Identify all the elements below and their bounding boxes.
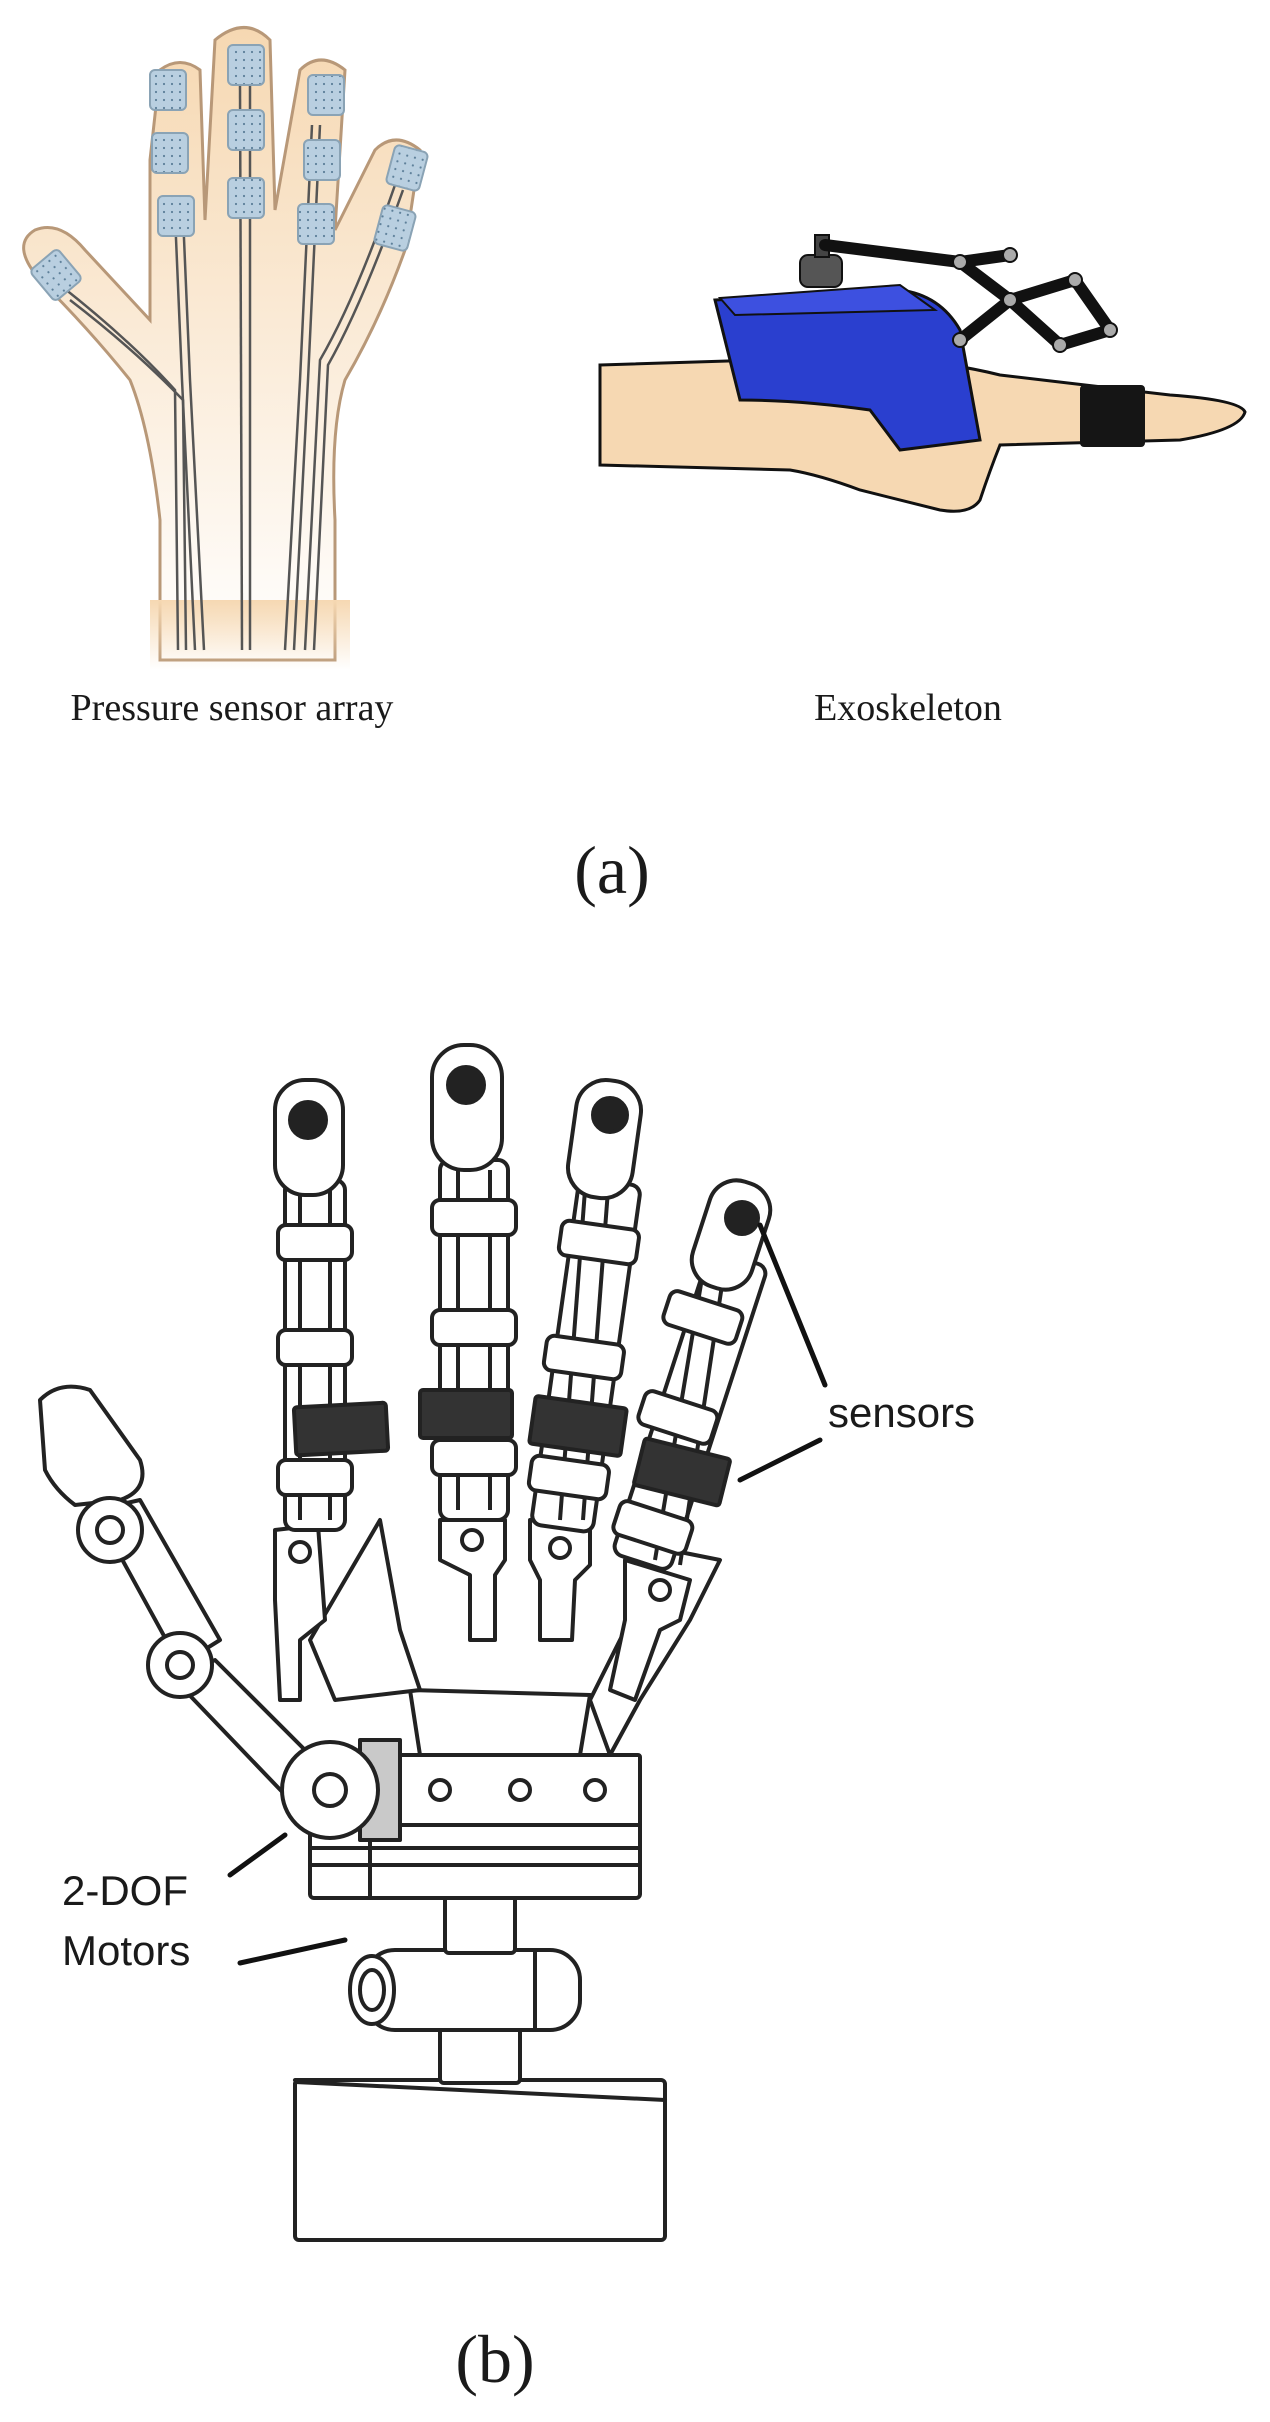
robotic-finger-index	[273, 1078, 391, 1702]
exoskeleton-illustration	[598, 234, 1247, 513]
wrist-column	[438, 2023, 522, 2085]
caption-exoskeleton: Exoskeleton	[814, 687, 1002, 729]
finger-band-sensor	[291, 1400, 391, 1458]
finger-band-sensor	[418, 1388, 514, 1440]
base-block	[293, 2078, 667, 2242]
robotic-hand-illustration	[38, 1043, 773, 2242]
blue-glove	[713, 288, 982, 452]
hand-palm	[22, 26, 422, 662]
panel-label-b: (b)	[455, 2321, 534, 2397]
annotation-pointers	[227, 1222, 828, 1966]
finger-band-sensor	[632, 1436, 732, 1508]
robotic-finger-ring	[526, 1078, 644, 1642]
finger-mount-frame	[308, 1518, 422, 1702]
caption-pressure-sensor-array: Pressure sensor array	[71, 687, 394, 729]
robotic-thumb	[38, 1384, 380, 1840]
panel-label-a: (a)	[574, 832, 649, 908]
finger-strap	[1080, 385, 1145, 447]
label-motors: Motors	[62, 1927, 190, 1974]
sensor-pads	[30, 44, 429, 301]
exo-knob	[799, 254, 843, 288]
finger-band-sensor	[527, 1394, 629, 1458]
robotic-finger-middle	[418, 1043, 518, 1642]
label-sensors: sensors	[828, 1389, 975, 1436]
robotic-finger-little	[608, 1178, 773, 1702]
label-2dof: 2-DOF	[62, 1867, 188, 1914]
pressure-sensor-hand-illustration	[22, 26, 429, 670]
wrist-motor	[348, 1948, 582, 2032]
